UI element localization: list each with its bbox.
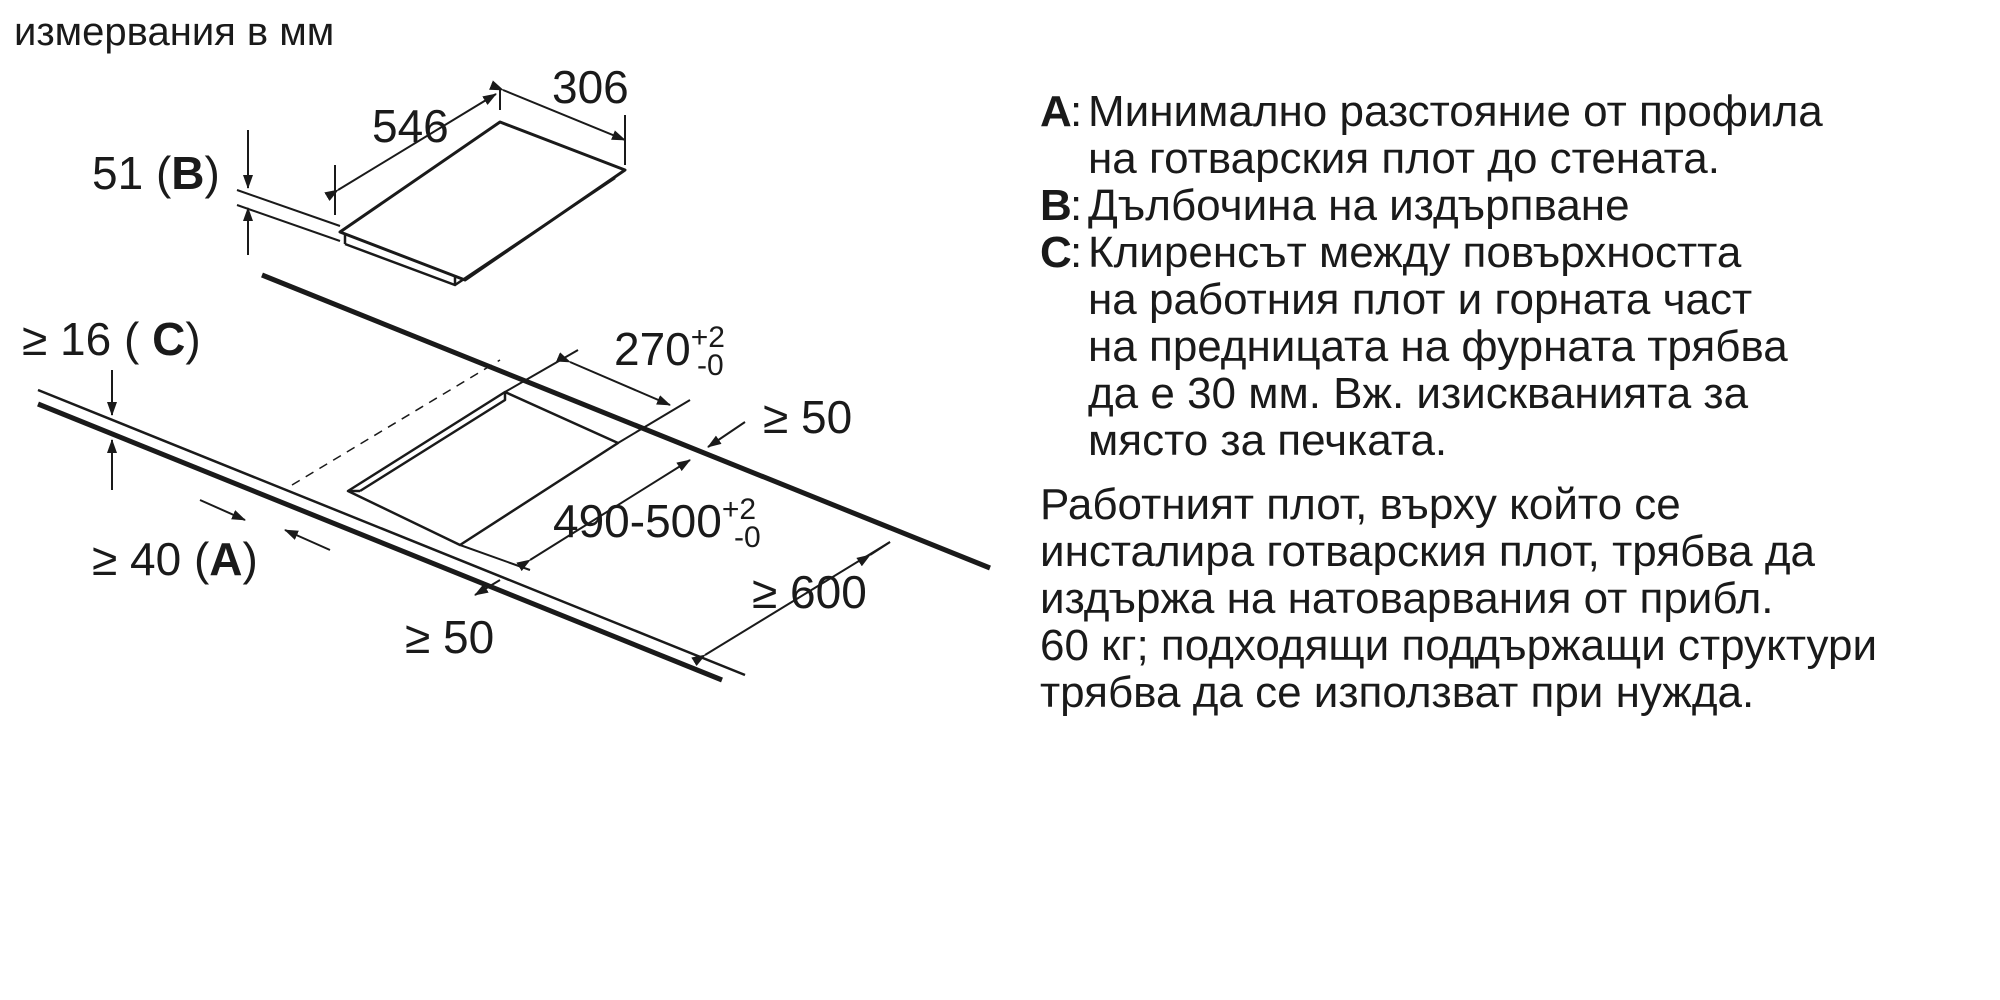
legend-text: Минимално разстояние от профила на готва… xyxy=(1088,87,1823,183)
label-worktop-depth-min: ≥ 600 xyxy=(752,566,867,618)
cutout-inner-edge xyxy=(348,392,507,493)
label-recess-depth: 51 (B) xyxy=(92,147,220,199)
dim-51-ext-bottom xyxy=(236,204,341,242)
legend-letter: C xyxy=(1040,228,1072,277)
legend: A : Минимално разстояние от профила на г… xyxy=(1040,88,1823,464)
legend-text: Дълбочина на издърпване xyxy=(1088,181,1630,230)
recess-depth-close: ) xyxy=(205,147,220,199)
page-title: измервания в мм xyxy=(14,10,335,54)
label-clearance: ≥ 16 ( C) xyxy=(22,313,201,365)
legend-letter: A xyxy=(1040,87,1072,136)
label-back-wall-min: ≥ 50 xyxy=(763,391,852,443)
cutout-length-base: 490-500 xyxy=(553,495,722,547)
worktop-dashed-line xyxy=(291,359,501,486)
label-hob-width: 306 xyxy=(552,61,629,113)
cutout-length-tol-minus: -0 xyxy=(734,521,761,554)
label-cutout-length: 490-500+2 xyxy=(553,493,756,547)
load-note: Работният плот, върху който се инсталира… xyxy=(1040,480,1878,717)
front-min-close: ) xyxy=(243,533,258,585)
dim-306-line xyxy=(489,80,626,141)
label-front-min: ≥ 40 (A) xyxy=(92,533,258,585)
cutout-width-tol-plus: +2 xyxy=(691,321,725,354)
dim-600-line xyxy=(691,541,891,667)
hob-body xyxy=(343,176,616,287)
label-hob-depth: 546 xyxy=(372,100,449,152)
label-cutout-width: 270+2 xyxy=(614,321,725,375)
dimension-labels: 546 306 51 (B) ≥ 16 ( C) 270+2 -0 490-50… xyxy=(22,61,867,663)
dim-50-back-arrow xyxy=(707,421,746,448)
worktop-drawing xyxy=(37,272,991,683)
clearance-letter: C xyxy=(152,313,185,365)
cutout-width-base: 270 xyxy=(614,323,691,375)
dim-270-line xyxy=(556,352,671,406)
legend-colon: : xyxy=(1070,181,1083,230)
dim-40-arrow-right xyxy=(284,529,331,551)
legend-item-b: B : Дълбочина на издърпване xyxy=(1040,182,1823,229)
front-min-letter: A xyxy=(209,533,242,585)
front-min-value: ≥ 40 ( xyxy=(92,533,210,585)
dim-51-ext-top xyxy=(236,189,341,227)
dim-270-ext-left xyxy=(504,349,579,393)
legend-colon: : xyxy=(1070,87,1083,136)
legend-colon: : xyxy=(1070,228,1083,277)
cutout-length-tol-plus: +2 xyxy=(722,493,756,526)
recess-depth-letter: B xyxy=(171,147,204,199)
dim-546-line xyxy=(324,93,497,202)
cutout-width-tol-minus: -0 xyxy=(697,349,724,382)
label-side-min: ≥ 50 xyxy=(405,611,494,663)
recess-depth-value: 51 ( xyxy=(92,147,172,199)
worktop-front-top-edge xyxy=(37,388,746,677)
installation-diagram: 546 306 51 (B) ≥ 16 ( C) 270+2 -0 490-50… xyxy=(22,61,991,683)
worktop-front-bottom-edge xyxy=(37,401,723,683)
legend-item-c: C : Клиренсът между повърхността на рабо… xyxy=(1040,229,1823,464)
clearance-close: ) xyxy=(185,313,200,365)
legend-text: Клиренсът между повърхността на работния… xyxy=(1088,228,1788,465)
dim-490-ext xyxy=(459,544,531,571)
dim-270-ext-right xyxy=(617,399,691,444)
worktop-dimension-lines xyxy=(107,349,891,667)
dim-50-side-arrow xyxy=(474,579,501,596)
clearance-value: ≥ 16 ( xyxy=(22,313,152,365)
legend-letter: B xyxy=(1040,181,1072,230)
worktop-back-edge xyxy=(261,272,991,571)
hob-dimension-lines xyxy=(236,80,626,255)
legend-item-a: A : Минимално разстояние от профила на г… xyxy=(1040,88,1823,182)
dim-490-line xyxy=(516,459,691,572)
dim-40-arrow-left xyxy=(199,499,246,521)
